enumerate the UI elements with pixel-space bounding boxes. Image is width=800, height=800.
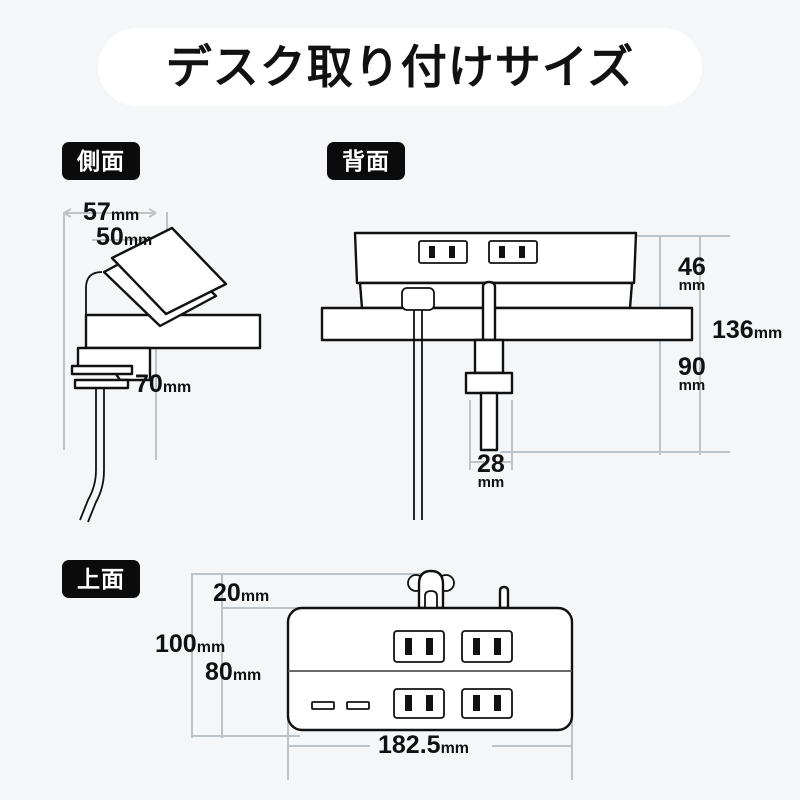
- top-outlet-1: [393, 630, 445, 663]
- side-power-cord-2: [87, 388, 105, 523]
- top-usb-port-2: [346, 701, 370, 710]
- dim-side-70: 70mm: [135, 370, 192, 398]
- rear-outlet-2: [488, 240, 538, 264]
- section-badge-top-view: 上面: [62, 560, 140, 598]
- rear-screw-shaft: [479, 391, 499, 452]
- top-usb-port-1: [311, 701, 335, 710]
- section-badge-top-label: 上面: [77, 565, 125, 592]
- page-title: デスク取り付けサイズ: [165, 41, 635, 93]
- dim-top-100: 100mm: [155, 630, 226, 658]
- rear-screw-collar: [473, 338, 505, 375]
- section-badge-rear-label: 背面: [342, 147, 390, 174]
- side-clamp-screw-flange: [70, 364, 134, 376]
- section-badge-side-label: 側面: [77, 147, 125, 174]
- dim-top-20: 20mm: [213, 579, 270, 607]
- dim-rear-136: 136mm: [712, 316, 783, 344]
- top-outlet-2: [461, 630, 513, 663]
- side-arrow-57-right: [148, 208, 157, 218]
- rear-outlet-1: [418, 240, 468, 264]
- side-clamp-pad: [73, 378, 130, 390]
- dim-top-182: 182.5mm: [378, 731, 470, 759]
- dim-top-80: 80mm: [205, 658, 262, 686]
- dim-side-57: 57mm: [83, 198, 140, 226]
- side-head-plate-upper: [110, 226, 228, 316]
- dim-side-50: 50mm: [96, 223, 153, 251]
- rear-screw-rod-top: [481, 280, 497, 342]
- page-title-pill: デスク取り付けサイズ: [98, 28, 702, 106]
- top-outlet-4: [461, 688, 513, 719]
- top-outlet-3: [393, 688, 445, 719]
- rear-cord-bracket: [401, 287, 435, 311]
- side-hinge-arc: [85, 271, 103, 318]
- side-power-cord: [79, 388, 97, 521]
- rear-desk-slab: [320, 306, 694, 342]
- top-clamp-knob: [407, 569, 455, 610]
- side-desk-plate: [84, 313, 262, 350]
- section-badge-side-view: 側面: [62, 142, 140, 180]
- rear-screw-knob: [464, 371, 514, 395]
- side-arrow-57-left: [63, 208, 72, 218]
- top-rear-tab: [498, 585, 510, 610]
- section-badge-rear-view: 背面: [327, 142, 405, 180]
